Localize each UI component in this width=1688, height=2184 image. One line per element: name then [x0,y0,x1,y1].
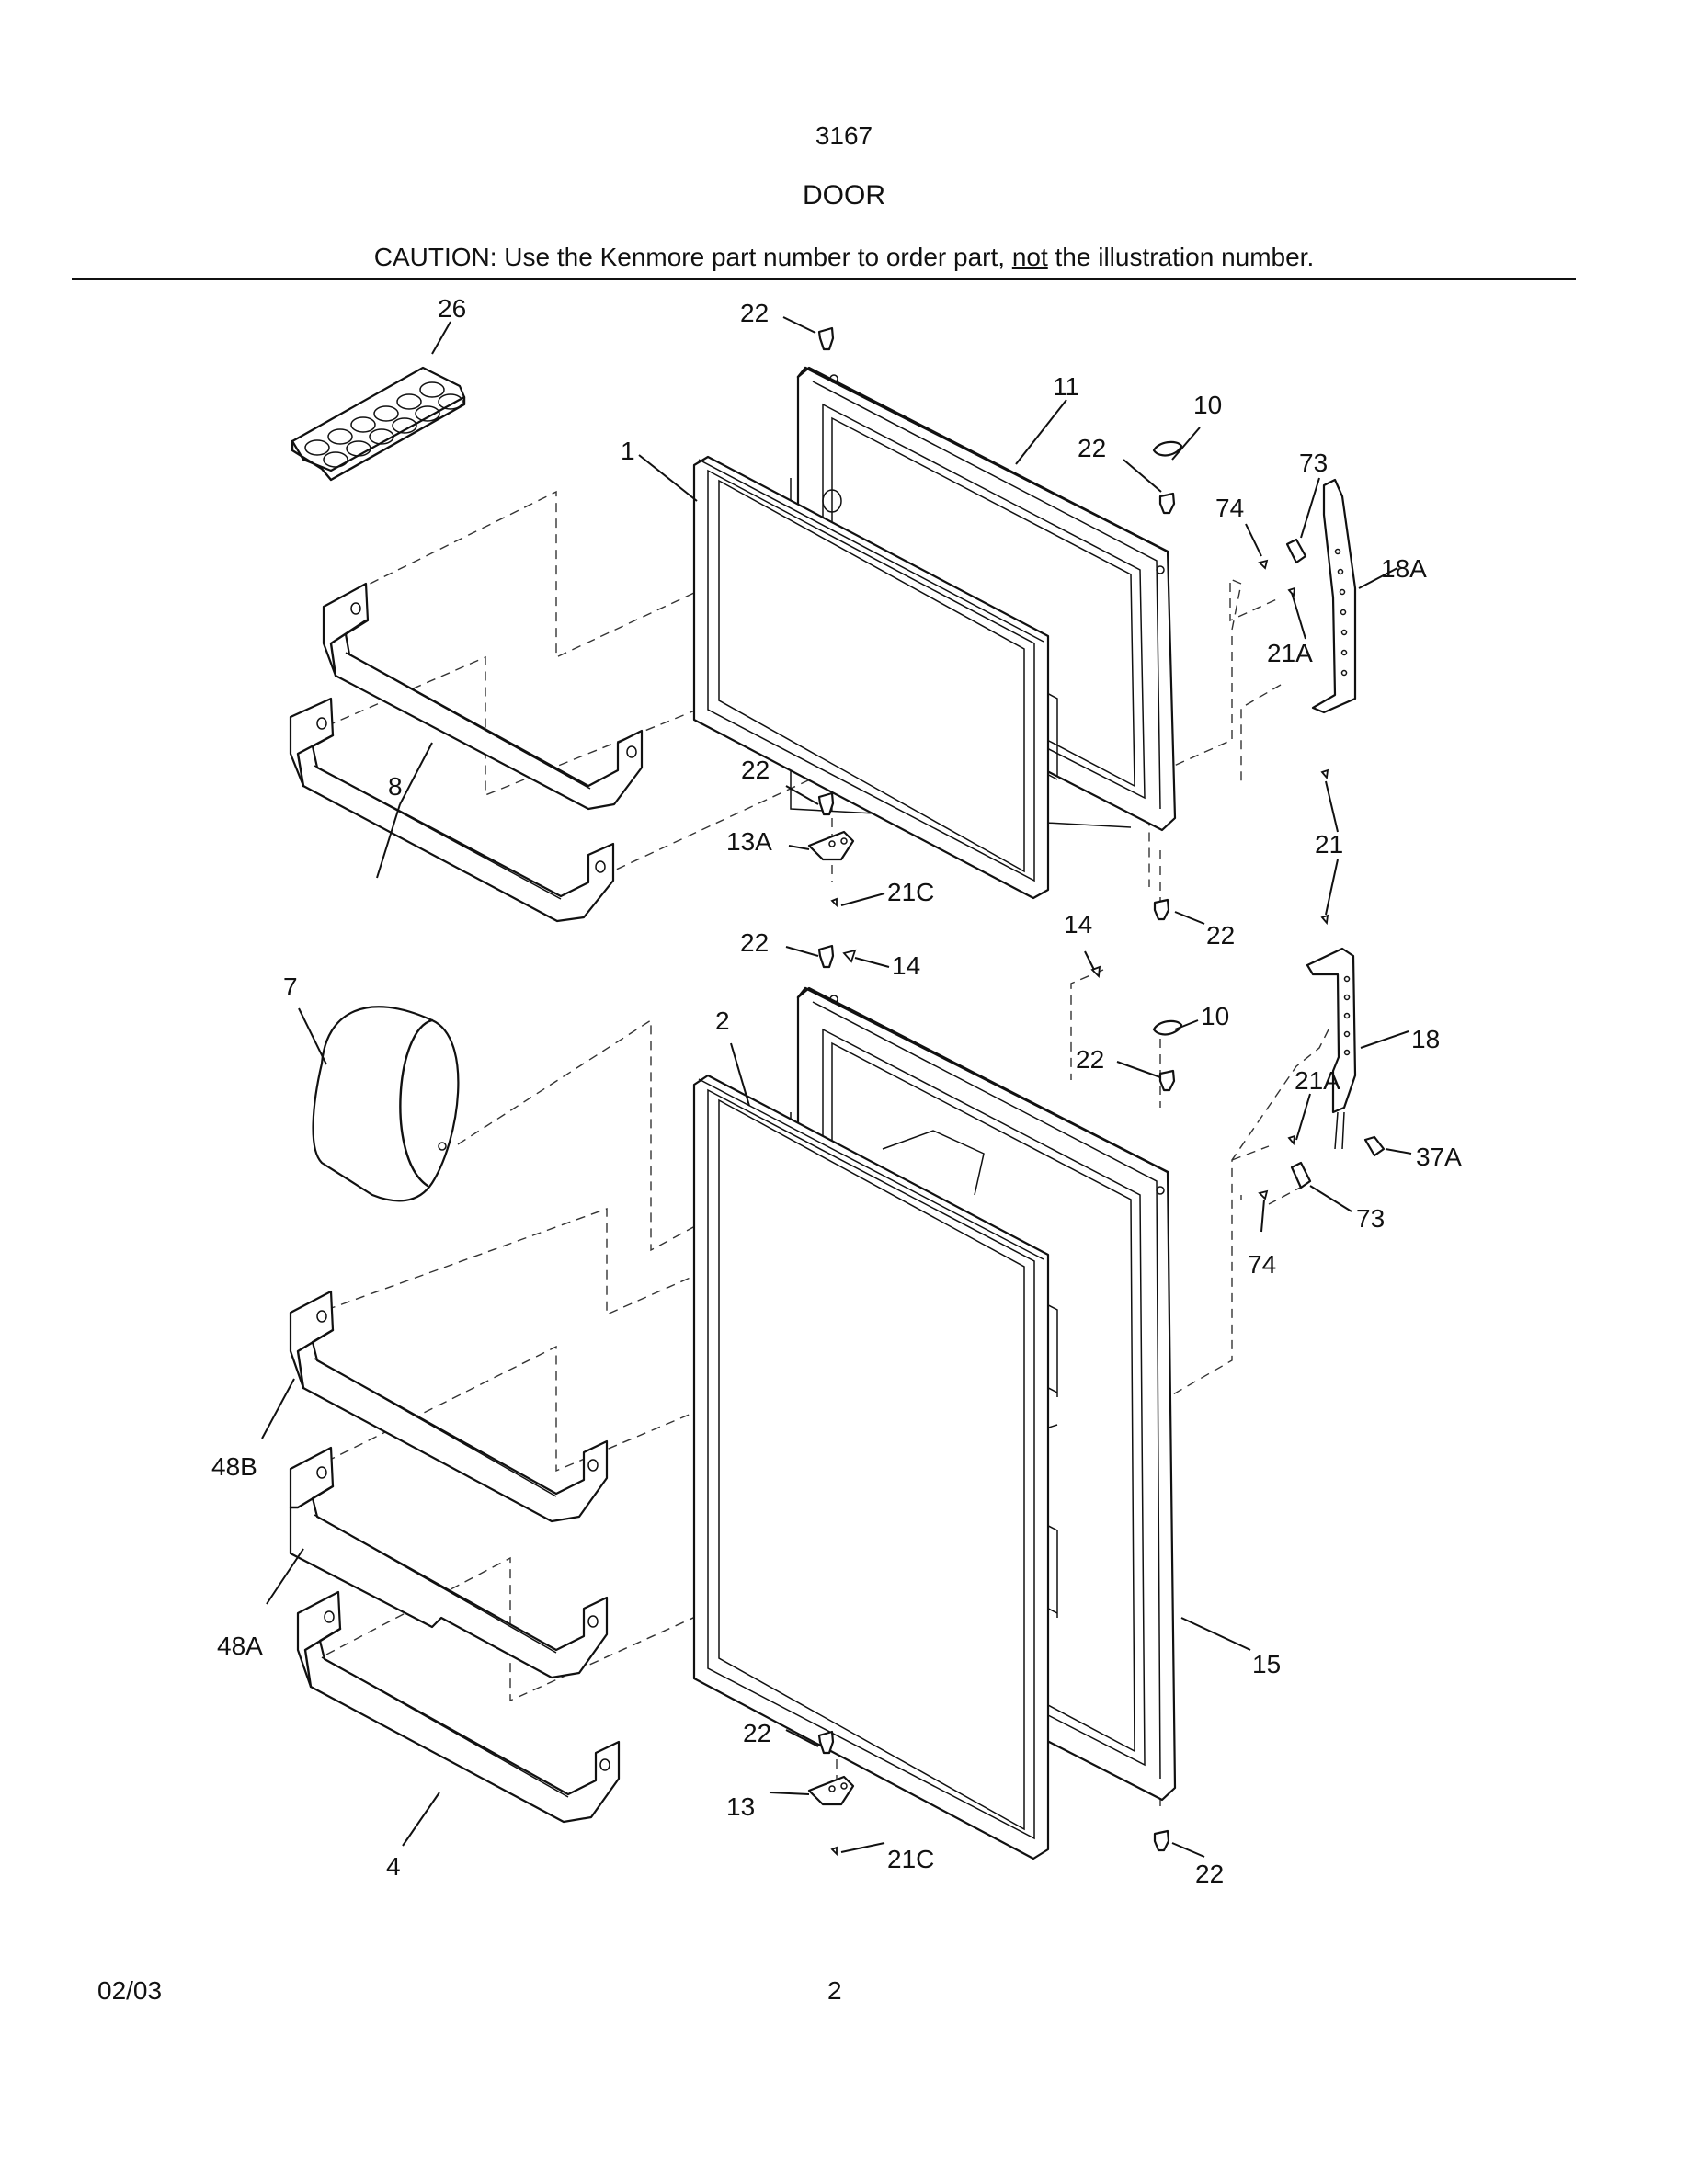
callout-21C-freezer: 21C [887,878,934,906]
callout-1: 1 [621,437,635,465]
callout-15: 15 [1252,1650,1281,1678]
egg-tray-illustration [291,366,466,482]
callout-11: 11 [1053,372,1079,401]
door-handles [1306,478,1357,1150]
callout-22-fresh-food-bottom: 22 [1195,1860,1224,1888]
callout-22-bottom-hinge: 22 [743,1719,771,1747]
callout-14-screw: 14 [1064,910,1092,938]
callout-21A-freezer: 21A [1267,639,1313,667]
callout-18: 18 [1411,1025,1440,1053]
freezer-door-shelves [289,582,644,923]
callout-48A: 48A [217,1632,263,1660]
caution-text-end: the illustration number. [1047,243,1315,271]
caution-text-start: CAUTION: Use the Kenmore part number to … [373,243,1012,271]
callout-labels: 26 1 8 22 11 10 22 73 74 18A 21A 22 13A … [211,294,1462,1888]
caution-emphasis: not [1011,243,1048,271]
model-number: 3167 [815,121,873,150]
callout-21: 21 [1315,830,1343,859]
callout-10-fresh-food: 10 [1201,1002,1229,1030]
callout-8: 8 [388,772,403,801]
fresh-food-gasket-illustration [692,1074,1050,1860]
callout-21C-fresh-food: 21C [887,1845,934,1873]
callout-22-freezer-bottom: 22 [1206,921,1235,950]
callout-14-hinge: 14 [892,951,920,980]
callout-22-fresh-food-cap: 22 [1076,1045,1104,1074]
callout-22-freezer-top: 22 [740,299,769,327]
callout-74-fresh-food: 74 [1248,1250,1276,1279]
header-rule [72,278,1576,280]
callout-37A: 37A [1416,1143,1462,1171]
callout-7: 7 [283,973,298,1001]
callout-74-freezer: 74 [1215,494,1244,522]
callout-73-freezer: 73 [1299,449,1328,477]
callout-73-fresh-food: 73 [1356,1204,1385,1233]
section-title: DOOR [803,180,885,210]
callout-10-freezer: 10 [1193,391,1222,419]
callout-13: 13 [726,1792,755,1821]
footer-date: 02/03 [97,1976,163,2005]
freezer-gasket-illustration [692,455,1050,900]
callout-48B: 48B [211,1452,257,1481]
callout-21A-fresh-food: 21A [1295,1066,1340,1095]
hardware-parts [807,326,1386,1857]
fresh-food-door-shelves [289,1290,621,1824]
page-number: 2 [827,1976,842,2005]
callout-leader-lines [261,316,1412,1858]
callout-18A: 18A [1381,554,1427,583]
caution-note: CAUTION: Use the Kenmore part number to … [0,243,1688,272]
callout-22-center-hinge: 22 [740,928,769,957]
callout-22-freezer-hinge: 22 [741,756,770,784]
callout-4: 4 [386,1852,401,1881]
callout-22-freezer-cap: 22 [1078,434,1106,462]
callout-13A: 13A [726,827,772,856]
dairy-door-illustration [312,1006,460,1202]
callout-26: 26 [438,294,466,323]
callout-2: 2 [715,1007,730,1035]
